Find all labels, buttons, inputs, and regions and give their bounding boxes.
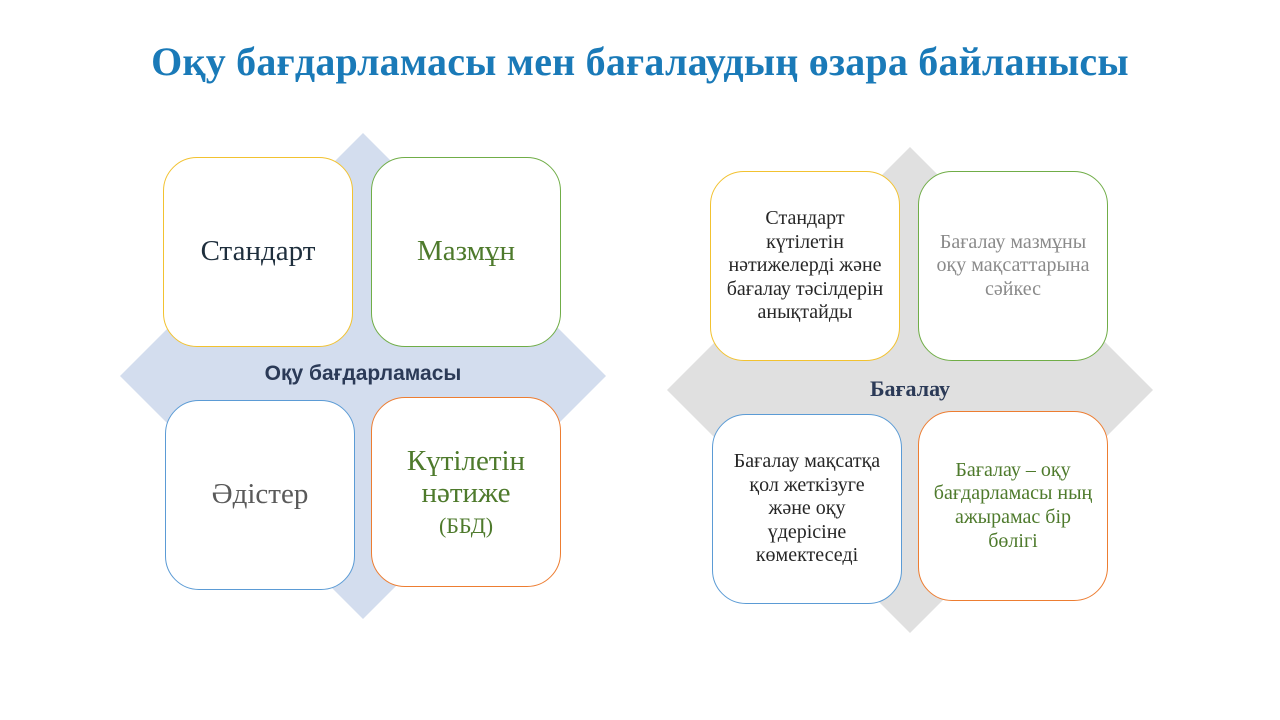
right-box-helps: Бағалау мақсатқа қол жеткізуге және оқу …	[712, 414, 902, 604]
right-box-content: Бағалау мазмұны оқу мақсаттарына сәйкес	[918, 171, 1108, 361]
right-box-content-text: Бағалау мазмұны оқу мақсаттарына сәйкес	[936, 230, 1090, 300]
expected-result-main: Күтілетін нәтиже	[406, 445, 526, 509]
left-box-standard: Стандарт	[163, 157, 353, 347]
left-box-content-text: Мазмұн	[416, 235, 516, 268]
left-box-methods-text: Әдістер	[211, 478, 309, 511]
left-box-content: Мазмұн	[371, 157, 561, 347]
slide-title: Оқу бағдарламасы мен бағалаудың өзара ба…	[151, 39, 1129, 84]
left-box-standard-text: Стандарт	[200, 235, 316, 268]
right-center-label: Бағалау	[870, 376, 950, 401]
right-box-integral-part: Бағалау – оқу бағдарламасы ның ажырамас …	[918, 411, 1108, 601]
left-center-label: Оқу бағдарламасы	[264, 362, 462, 385]
right-box-helps-text: Бағалау мақсатқа қол жеткізуге және оқу …	[733, 450, 881, 567]
left-box-expected-result-text: Күтілетін нәтиже (ББД)	[386, 445, 546, 538]
left-box-expected-result: Күтілетін нәтиже (ББД)	[371, 397, 561, 587]
right-box-integral-part-text: Бағалау – оқу бағдарламасы ның ажырамас …	[933, 458, 1093, 552]
expected-result-sub: (ББД)	[438, 512, 494, 538]
right-box-standard-text: Стандарт күтілетін нәтижелерді және баға…	[726, 207, 884, 324]
left-box-methods: Әдістер	[165, 400, 355, 590]
right-box-standard: Стандарт күтілетін нәтижелерді және баға…	[710, 171, 900, 361]
